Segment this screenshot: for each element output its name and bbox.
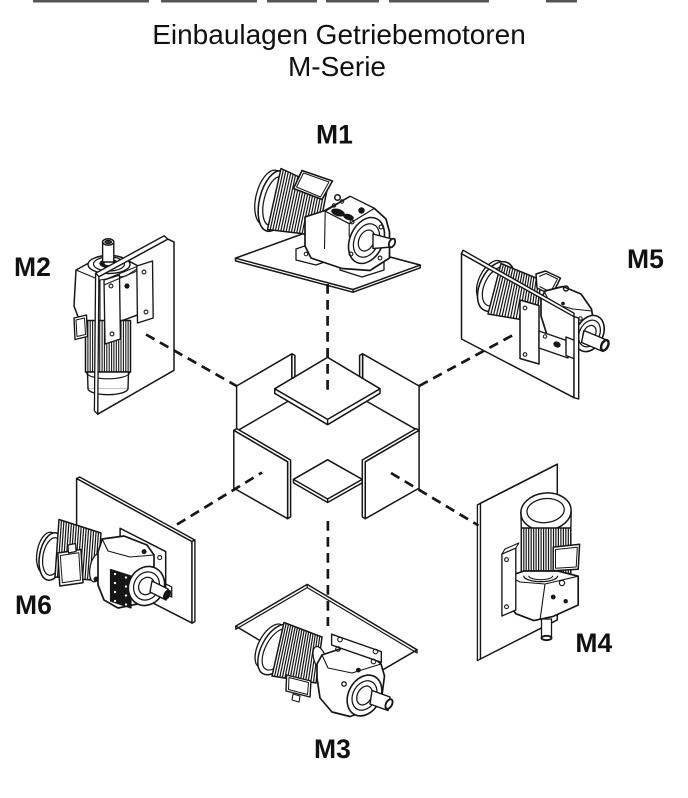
svg-text:M-Serie: M-Serie [288,51,386,82]
svg-text:M3: M3 [314,734,351,764]
svg-text:M1: M1 [316,120,353,150]
svg-text:Einbaulagen Getriebemotoren: Einbaulagen Getriebemotoren [152,19,526,50]
svg-text:M4: M4 [575,628,612,658]
svg-text:M5: M5 [627,244,664,274]
svg-text:M2: M2 [14,252,51,282]
svg-text:M6: M6 [15,590,52,620]
